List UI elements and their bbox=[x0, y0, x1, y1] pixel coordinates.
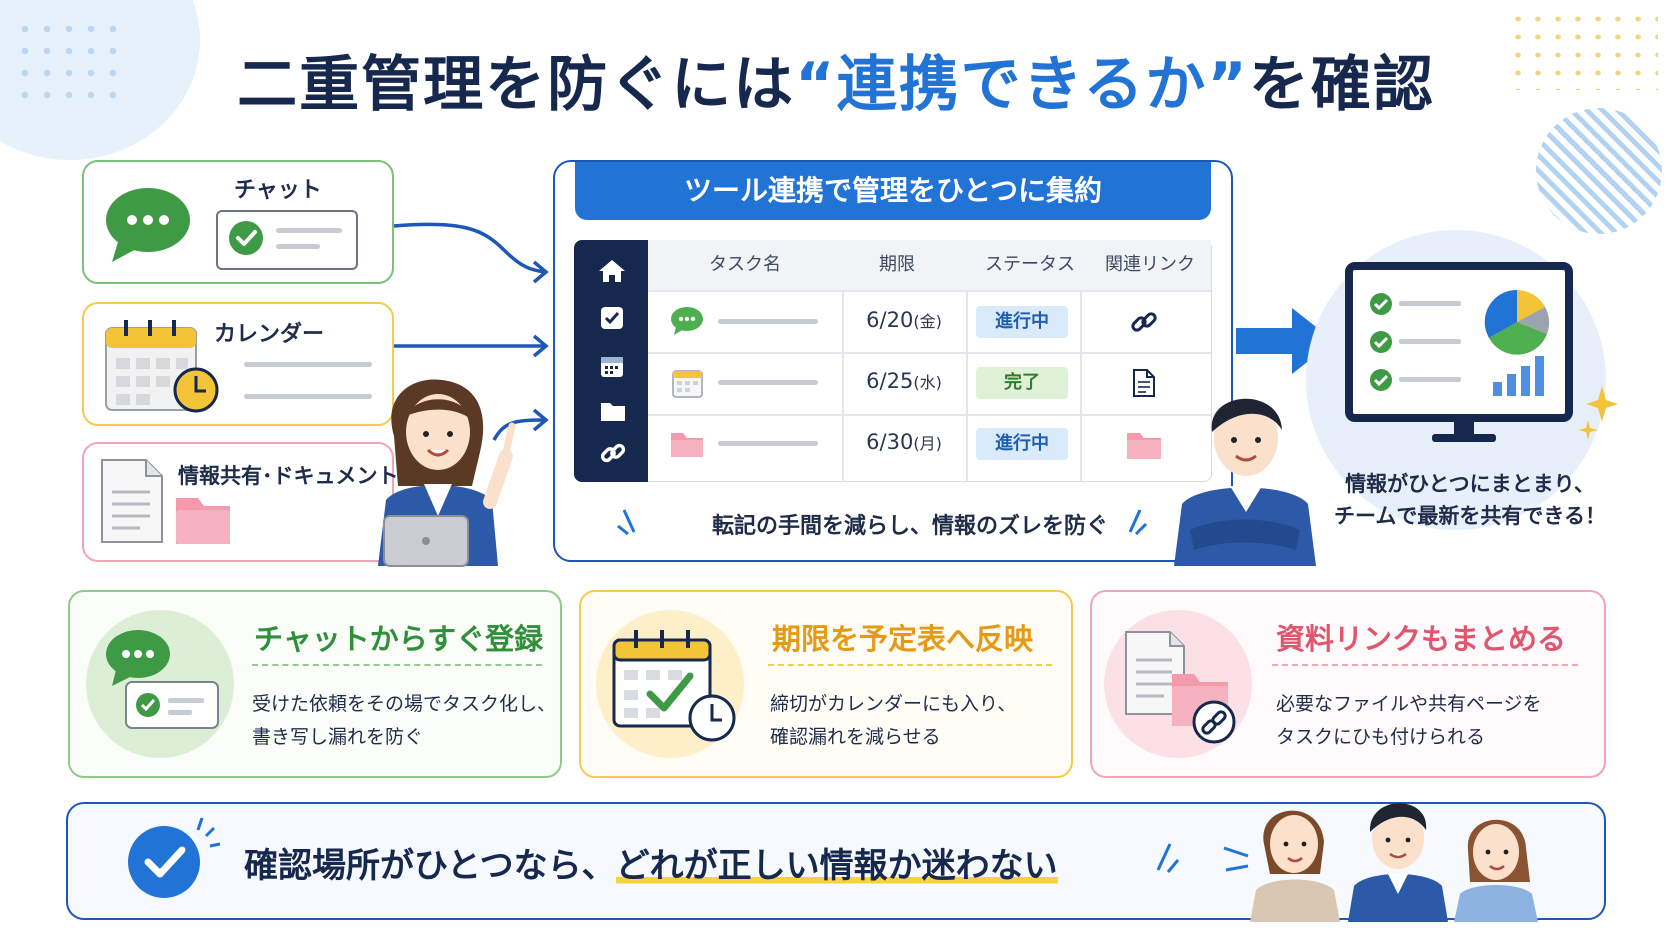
status-badge: 進行中 bbox=[976, 306, 1068, 338]
table-header-row bbox=[648, 240, 1211, 290]
column-header-related-link: 関連リンク bbox=[1105, 254, 1195, 275]
source-label-document: 情報共有･ドキュメント bbox=[178, 464, 399, 488]
link-icon[interactable] bbox=[600, 440, 626, 466]
pie-chart-icon bbox=[1484, 289, 1550, 355]
column-header-task-name: タスク名 bbox=[709, 254, 781, 275]
column-header-status: ステータス bbox=[985, 254, 1075, 275]
page-title: 二重管理を防ぐには“連携できるか”を確認 bbox=[0, 36, 1672, 123]
checkbox-icon[interactable] bbox=[600, 306, 624, 330]
decor-dots-left bbox=[14, 18, 124, 108]
emphasis-marks-left bbox=[617, 509, 636, 536]
emphasis-marks bbox=[1156, 843, 1180, 873]
conclusion-highlight: どれが正しい情報か迷わない bbox=[615, 846, 1058, 886]
panel-title: ツール連携で管理をひとつに集約 bbox=[575, 162, 1211, 220]
conclusion-text: 確認場所がひとつなら、どれが正しい情報か迷わない bbox=[244, 846, 1058, 886]
row-divider bbox=[648, 290, 1211, 292]
panel-footer-caption: 転記の手間を減らし、情報のズレを防ぐ bbox=[711, 514, 1108, 539]
feature-desc-calendar: 締切がカレンダーにも入り、確認漏れを減らせる bbox=[770, 693, 1017, 748]
placeholder-bar bbox=[244, 394, 372, 399]
task-name-placeholder bbox=[718, 441, 818, 446]
source-label-chat: チャット bbox=[234, 178, 322, 203]
placeholder-bar bbox=[276, 244, 320, 249]
feature-desc-chat: 受けた依頼をその場でタスク化し、書き写し漏れを防ぐ bbox=[252, 693, 557, 748]
monitor-stand bbox=[1432, 420, 1496, 442]
emphasis-marks-right bbox=[1128, 509, 1148, 536]
feature-title-chat: チャットからすぐ登録 bbox=[254, 622, 544, 656]
result-caption: 情報がひとつにまとまり、チームで最新を共有できる！ bbox=[1334, 472, 1606, 528]
feature-desc-document: 必要なファイルや共有ページをタスクにひも付けられる bbox=[1276, 693, 1542, 748]
col-divider bbox=[1080, 290, 1082, 482]
column-header-deadline: 期限 bbox=[879, 254, 915, 275]
feature-divider bbox=[252, 664, 542, 666]
document-icon[interactable] bbox=[1132, 368, 1156, 398]
placeholder-bar bbox=[244, 362, 372, 367]
col-divider bbox=[842, 290, 844, 482]
row-divider bbox=[648, 352, 1211, 354]
folder-icon[interactable] bbox=[1126, 430, 1162, 460]
decor-dots-right bbox=[1508, 10, 1658, 90]
row-divider bbox=[648, 414, 1211, 416]
calendar-check-icon bbox=[612, 630, 736, 742]
feature-title-calendar: 期限を予定表へ反映 bbox=[772, 622, 1034, 656]
document-folder-icon bbox=[101, 459, 230, 544]
link-icon[interactable] bbox=[1130, 308, 1158, 336]
home-icon[interactable] bbox=[598, 258, 626, 284]
feature-divider bbox=[1272, 664, 1578, 666]
dashboard-screen bbox=[1370, 289, 1550, 396]
feature-title-document: 資料リンクもまとめる bbox=[1276, 622, 1567, 656]
status-badge: 進行中 bbox=[976, 428, 1068, 460]
folder-icon bbox=[671, 433, 703, 457]
deadline-cell: 6/20(金) bbox=[866, 308, 942, 332]
title-highlight: “連携できるか” bbox=[795, 50, 1249, 120]
sparkle-icon bbox=[1578, 386, 1618, 440]
title-part2: を確認 bbox=[1248, 50, 1435, 120]
calendar-icon bbox=[672, 370, 703, 398]
decor-stripes bbox=[1536, 108, 1662, 234]
chat-bubble-icon bbox=[106, 188, 190, 262]
emphasis-marks bbox=[1223, 846, 1249, 872]
calendar-clock-icon bbox=[105, 320, 219, 413]
team-illustration bbox=[1250, 803, 1538, 922]
man-arms-crossed-illustration bbox=[1174, 398, 1316, 566]
deadline-cell: 6/25(水) bbox=[866, 369, 942, 393]
check-circle-icon bbox=[229, 221, 263, 255]
title-part1: 二重管理を防ぐには bbox=[237, 50, 796, 120]
placeholder-bar bbox=[276, 228, 342, 233]
check-badge bbox=[128, 826, 200, 898]
task-name-placeholder bbox=[718, 380, 818, 385]
deadline-cell: 6/30(月) bbox=[866, 430, 942, 454]
feature-divider bbox=[768, 664, 1052, 666]
check-icon bbox=[144, 817, 221, 878]
document-link-icon bbox=[1125, 631, 1236, 744]
woman-pointing-illustration bbox=[378, 379, 516, 567]
task-name-placeholder bbox=[718, 319, 818, 324]
source-label-calendar: カレンダー bbox=[214, 322, 325, 347]
status-badge: 完了 bbox=[976, 367, 1068, 399]
bar-chart-icon bbox=[1493, 356, 1544, 396]
chat-task-icon bbox=[106, 630, 219, 729]
chat-icon bbox=[671, 307, 703, 335]
calendar-icon[interactable] bbox=[600, 354, 624, 378]
col-divider bbox=[966, 290, 968, 482]
folder-icon[interactable] bbox=[600, 400, 626, 422]
